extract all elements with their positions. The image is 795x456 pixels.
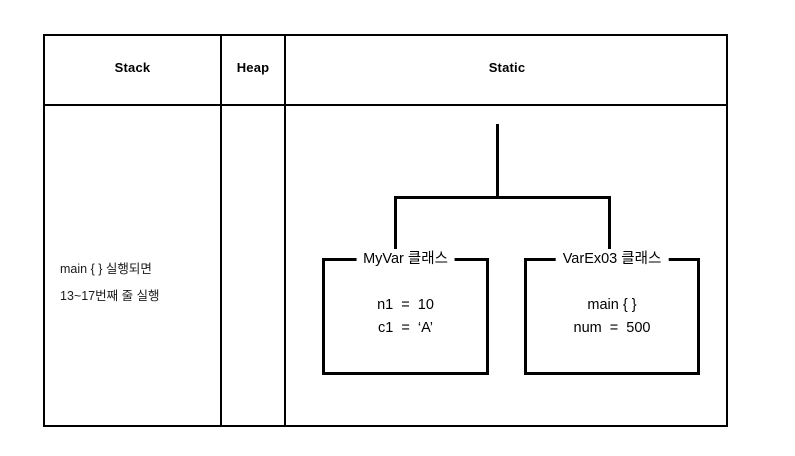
class-box-myvar-row-2: c1 = ‘A’ — [378, 320, 433, 336]
memory-table-frame — [43, 34, 728, 427]
class-box-varex03-row-1: main { } — [587, 297, 637, 313]
column-header-static: Static — [488, 60, 526, 75]
tree-connector-drop-left — [394, 196, 397, 258]
stack-text-line-1: main { } 실행되면 — [60, 262, 152, 276]
column-divider-heap-static — [284, 34, 286, 427]
class-box-myvar-legend: MyVar 클래스 — [356, 249, 455, 269]
stack-cell-content: main { } 실행되면 13~17번째 줄 실행 — [60, 256, 220, 310]
class-box-varex03-body: main { } num = 500 — [527, 294, 697, 340]
class-box-varex03: VarEx03 클래스 main { } num = 500 — [524, 249, 700, 375]
tree-connector-drop-right — [608, 196, 611, 258]
column-header-heap: Heap — [236, 60, 270, 75]
class-box-myvar: MyVar 클래스 n1 = 10 c1 = ‘A’ — [322, 249, 489, 375]
header-row-divider — [43, 104, 728, 106]
tree-connector-stem — [496, 124, 499, 198]
class-box-varex03-row-2: num = 500 — [573, 320, 651, 336]
column-header-stack: Stack — [114, 60, 151, 75]
class-box-varex03-legend: VarEx03 클래스 — [555, 249, 669, 269]
tree-connector-bar — [394, 196, 611, 199]
stack-text-line-2: 13~17번째 줄 실행 — [60, 289, 160, 303]
class-box-myvar-body: n1 = 10 c1 = ‘A’ — [325, 294, 486, 340]
column-divider-stack-heap — [220, 34, 222, 427]
class-box-myvar-row-1: n1 = 10 — [377, 297, 434, 313]
